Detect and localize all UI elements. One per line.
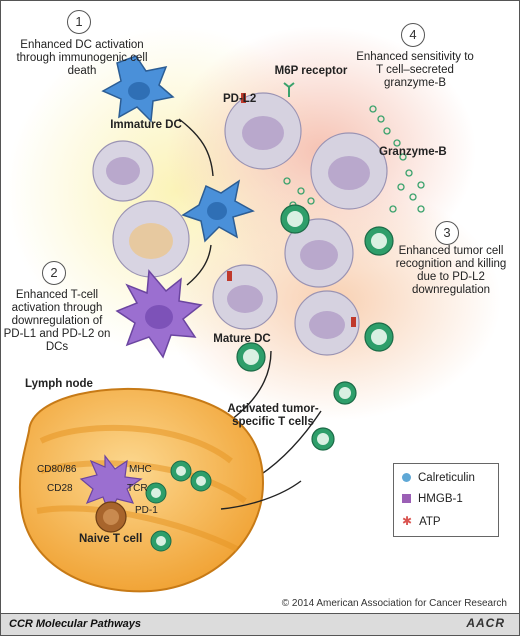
step-4-text: Enhanced sensitivity to T cell–secreted … xyxy=(356,51,474,89)
lymph-node-organ xyxy=(18,387,265,593)
lymph-node-t-cell-2 xyxy=(170,460,192,482)
illustration xyxy=(6,26,501,593)
step-1-number: 1 xyxy=(67,10,91,34)
naive-t-cell-label: Naive T cell xyxy=(79,533,143,545)
m6p-receptor-label: M6P receptor xyxy=(274,65,348,77)
aacr-logo: AACR xyxy=(466,616,505,630)
step-2-number: 2 xyxy=(42,261,66,285)
tcr-label: TCR xyxy=(127,483,148,494)
naive-t-cell xyxy=(95,501,127,533)
tumor-cell-upper-left xyxy=(224,92,302,170)
step-1-text: Enhanced DC activation through immunogen… xyxy=(16,39,148,77)
dying-tumor-cell-1 xyxy=(92,140,154,202)
star-icon: ✱ xyxy=(402,514,413,528)
t-cell-activated-1 xyxy=(333,381,357,405)
pd-l2-label: PD-L2 xyxy=(223,93,257,105)
figure-frame: 1 Enhanced DC activation through immunog… xyxy=(0,0,520,614)
immature-dc-cell xyxy=(101,55,175,123)
footer-bar: CCR Molecular Pathways AACR xyxy=(0,614,520,636)
legend-item-hmgb-1: HMGB-1 xyxy=(402,493,463,505)
legend: Calreticulin HMGB-1 ✱ ATP xyxy=(393,463,499,537)
immature-dc-label: Immature DC xyxy=(110,119,182,131)
lymph-node-t-cell-3 xyxy=(190,470,212,492)
circle-icon xyxy=(402,473,411,482)
t-cell-attacking-2 xyxy=(364,226,394,256)
exit-arrow xyxy=(220,480,302,510)
tumor-cell-lower-right xyxy=(294,290,360,356)
mature-dc-label: Mature DC xyxy=(213,333,271,345)
granzyme-b-label: Granzyme-B xyxy=(379,146,447,158)
tumor-cell-middle xyxy=(284,218,354,288)
legend-item-calreticulin: Calreticulin xyxy=(402,472,475,484)
t-cell-attacking-1 xyxy=(280,204,310,234)
m6p-receptor xyxy=(283,82,295,97)
copyright-text: © 2014 American Association for Cancer R… xyxy=(281,598,507,609)
cd80-86-label: CD80/86 xyxy=(37,464,77,475)
lymph-node-label: Lymph node xyxy=(25,378,93,390)
step-3-number: 3 xyxy=(435,221,459,245)
legend-label: Calreticulin xyxy=(418,472,475,484)
square-icon xyxy=(402,494,411,503)
dying-tumor-cell-2 xyxy=(112,200,190,278)
tumor-cell-lower-left xyxy=(212,264,278,330)
t-cell-attacking-3 xyxy=(236,342,266,372)
t-cell-attacking-4 xyxy=(364,322,394,352)
journal-brand: CCR Molecular Pathways xyxy=(9,618,142,630)
pd-l2-receptors xyxy=(227,93,356,327)
lymph-node-t-cell-4 xyxy=(150,530,172,552)
activated-t-cells-label: Activated tumor-specific T cells xyxy=(227,403,319,428)
step-2-text: Enhanced T-cell activation through downr… xyxy=(3,289,111,353)
step-3-text: Enhanced tumor cell recognition and kill… xyxy=(395,245,507,296)
legend-item-atp: ✱ ATP xyxy=(402,514,441,528)
legend-label: HMGB-1 xyxy=(418,493,463,505)
legend-label: ATP xyxy=(419,516,441,528)
cd28-label: CD28 xyxy=(47,483,73,494)
pd-1-label: PD-1 xyxy=(135,505,158,516)
dc-maturing xyxy=(181,179,255,243)
tumor-cell-upper-right xyxy=(310,132,388,210)
mature-dc-cell xyxy=(115,269,203,359)
step-4-number: 4 xyxy=(401,23,425,47)
t-cell-activated-2 xyxy=(311,427,335,451)
lymph-node-t-cell-1 xyxy=(145,482,167,504)
mhc-label: MHC xyxy=(129,464,152,475)
